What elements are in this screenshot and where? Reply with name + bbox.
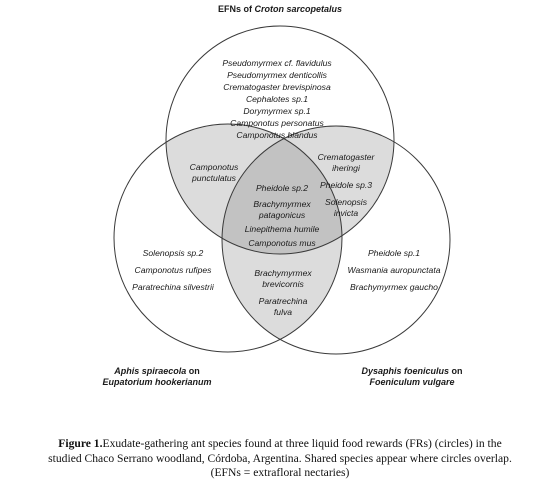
species-label: Crematogaster	[318, 152, 376, 162]
caption-line-1: Figure 1.Exudate-gathering ant species f…	[0, 437, 560, 452]
species-label: punctulatus	[191, 173, 237, 183]
caption-figure-label: Figure 1.	[58, 437, 103, 450]
species-label: Camponotus rufipes	[135, 265, 213, 275]
caption-line-2: studied Chaco Serrano woodland, Córdoba,…	[48, 451, 512, 465]
species-label: Camponotus	[190, 162, 239, 172]
species-label: Brachymyrmex	[253, 199, 311, 209]
circle-top	[165, 25, 395, 255]
species-label: Camponotus mus	[248, 238, 316, 248]
circle-left	[113, 123, 343, 353]
species-label: Solenopsis sp.2	[143, 248, 204, 258]
set-label-top: EFNs of Croton sarcopetalus	[218, 4, 342, 14]
species-label: patagonicus	[258, 210, 306, 220]
species-label: fulva	[274, 307, 292, 317]
species-label: Brachymyrmex	[254, 268, 312, 278]
species-label: Brachymyrmex gaucho	[350, 282, 438, 292]
species-label: Camponotus blandus	[236, 130, 318, 140]
region-right-only: Pheidole sp.1 Wasmania auropunctata Brac…	[348, 248, 441, 292]
venn-diagram: EFNs of Croton sarcopetalus Aphis spirae…	[102, 4, 462, 387]
species-label: Solenopsis	[325, 197, 368, 207]
species-label: Pseudomyrmex cf. flavidulus	[222, 58, 332, 68]
species-label: Wasmania auropunctata	[348, 265, 441, 275]
circle-right	[221, 125, 451, 355]
species-label: Pheidole sp.3	[320, 180, 372, 190]
species-label: iheringi	[332, 163, 361, 173]
region-top-right: Crematogaster iheringi Pheidole sp.3 Sol…	[318, 152, 376, 218]
species-label: Linepithema humile	[245, 224, 320, 234]
species-label: Pheidole sp.1	[368, 248, 420, 258]
figure-caption: Figure 1.Exudate-gathering ant species f…	[0, 437, 560, 481]
set-label-left-line1: Aphis spiraecola on	[113, 366, 200, 376]
species-label: Camponotus personatus	[230, 118, 324, 128]
caption-line-3: (EFNs = extrafloral nectaries)	[210, 466, 350, 479]
species-label: Pheidole sp.2	[256, 183, 308, 193]
region-top-only: Pseudomyrmex cf. flavidulus Pseudomyrmex…	[222, 58, 332, 140]
species-label: Cephalotes sp.1	[246, 94, 308, 104]
species-label: brevicornis	[262, 279, 304, 289]
species-label: invicta	[334, 208, 359, 218]
region-center: Pheidole sp.2 Brachymyrmex patagonicus L…	[245, 183, 320, 248]
species-label: Paratrechina silvestrii	[132, 282, 215, 292]
species-label: Dorymyrmex sp.1	[243, 106, 311, 116]
set-label-left-line2: Eupatorium hookerianum	[102, 377, 211, 387]
caption-text: Exudate-gathering ant species found at t…	[102, 437, 502, 450]
species-label: Pseudomyrmex denticollis	[227, 70, 328, 80]
region-top-left: Camponotus punctulatus	[190, 162, 239, 183]
species-label: Crematogaster brevispinosa	[223, 82, 331, 92]
set-label-right-line1: Dysaphis foeniculus on	[361, 366, 462, 376]
region-left-only: Solenopsis sp.2 Camponotus rufipes Parat…	[132, 248, 215, 292]
region-left-right: Brachymyrmex brevicornis Paratrechina fu…	[254, 268, 312, 317]
species-label: Paratrechina	[259, 296, 308, 306]
set-label-right-line2: Foeniculum vulgare	[369, 377, 454, 387]
